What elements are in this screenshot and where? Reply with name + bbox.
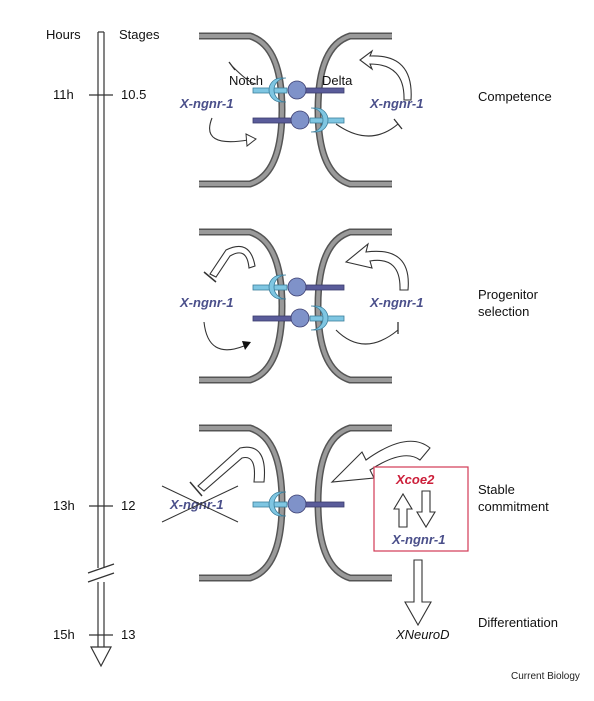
differentiation-label: Differentiation	[478, 615, 558, 630]
left-cell-membrane	[199, 32, 286, 188]
axis-break	[87, 563, 115, 583]
tick-15h: 15h 13	[53, 627, 135, 642]
left-activation-arrow	[209, 117, 257, 147]
tick-hours-label: 11h	[53, 87, 74, 102]
delta-notch-complex	[252, 107, 345, 133]
right-gene-label: X-ngnr-1	[369, 295, 423, 310]
right-gene-label: X-ngnr-1	[369, 96, 423, 111]
up-arrow	[393, 492, 413, 528]
panel-competence: Notch Delta X-ngnr-1 X-ngnr-1	[179, 32, 552, 188]
tick-stage-label: 10.5	[121, 87, 146, 102]
left-inhibition-arrow	[203, 245, 256, 283]
right-activation-arrow	[344, 242, 409, 291]
left-inhibition-arrow	[189, 446, 266, 497]
delta-label: Delta	[322, 73, 353, 88]
crossed-gene-label: X-ngnr-1	[169, 497, 223, 512]
panel-stable-commitment: X-ngnr-1 Xcoe2 X-ngnr-1 Stable commitmen…	[161, 424, 549, 582]
left-gene-label: X-ngnr-1	[179, 295, 233, 310]
right-inhibition-arrow	[335, 322, 399, 345]
differentiation-arrow	[404, 559, 432, 627]
credit-label: Current Biology	[511, 671, 580, 682]
tick-11h: 11h 10.5	[53, 87, 146, 102]
panel-label-line-2: commitment	[478, 499, 549, 514]
panel-label-line-2: selection	[478, 304, 529, 319]
tick-hours-label: 15h	[53, 627, 75, 642]
commitment-box: Xcoe2 X-ngnr-1	[373, 466, 469, 552]
panel-progenitor-selection: X-ngnr-1 X-ngnr-1 Progenitor selection	[179, 228, 539, 384]
left-cell-membrane	[199, 228, 286, 384]
delta-notch-complex	[252, 305, 345, 331]
right-activation-arrow	[359, 49, 412, 101]
tick-13h: 13h 12	[53, 498, 135, 513]
notch-label: Notch	[229, 73, 263, 88]
neurod-label: XNeuroD	[395, 627, 449, 642]
notch-delta-complex	[252, 274, 345, 300]
right-inhibition-arrow	[335, 118, 403, 137]
panel-label: Competence	[478, 89, 552, 104]
panel-label-line-1: Progenitor	[478, 287, 539, 302]
notch-delta-complex	[252, 77, 345, 103]
tick-stage-label: 12	[121, 498, 135, 513]
tick-hours-label: 13h	[53, 498, 75, 513]
left-gene-label: X-ngnr-1	[179, 96, 233, 111]
right-activation-arrow	[330, 440, 431, 483]
tick-stage-label: 13	[121, 627, 135, 642]
crossed-gene: X-ngnr-1	[161, 485, 239, 523]
notch-delta-complex	[252, 491, 345, 517]
time-axis: Hours Stages 11h 10.5 13h 12 15h	[46, 27, 160, 668]
left-inhibition-arrow	[228, 61, 257, 85]
hours-axis-title: Hours	[46, 27, 81, 42]
panel-label-line-1: Stable	[478, 482, 515, 497]
box-gene-label: X-ngnr-1	[391, 532, 445, 547]
left-activation-arrow	[203, 321, 251, 351]
down-arrow	[416, 490, 436, 529]
time-arrow	[90, 31, 112, 668]
stages-axis-title: Stages	[119, 27, 160, 42]
differentiation-step: XNeuroD Differentiation	[395, 559, 558, 642]
xcoe2-label: Xcoe2	[395, 472, 435, 487]
